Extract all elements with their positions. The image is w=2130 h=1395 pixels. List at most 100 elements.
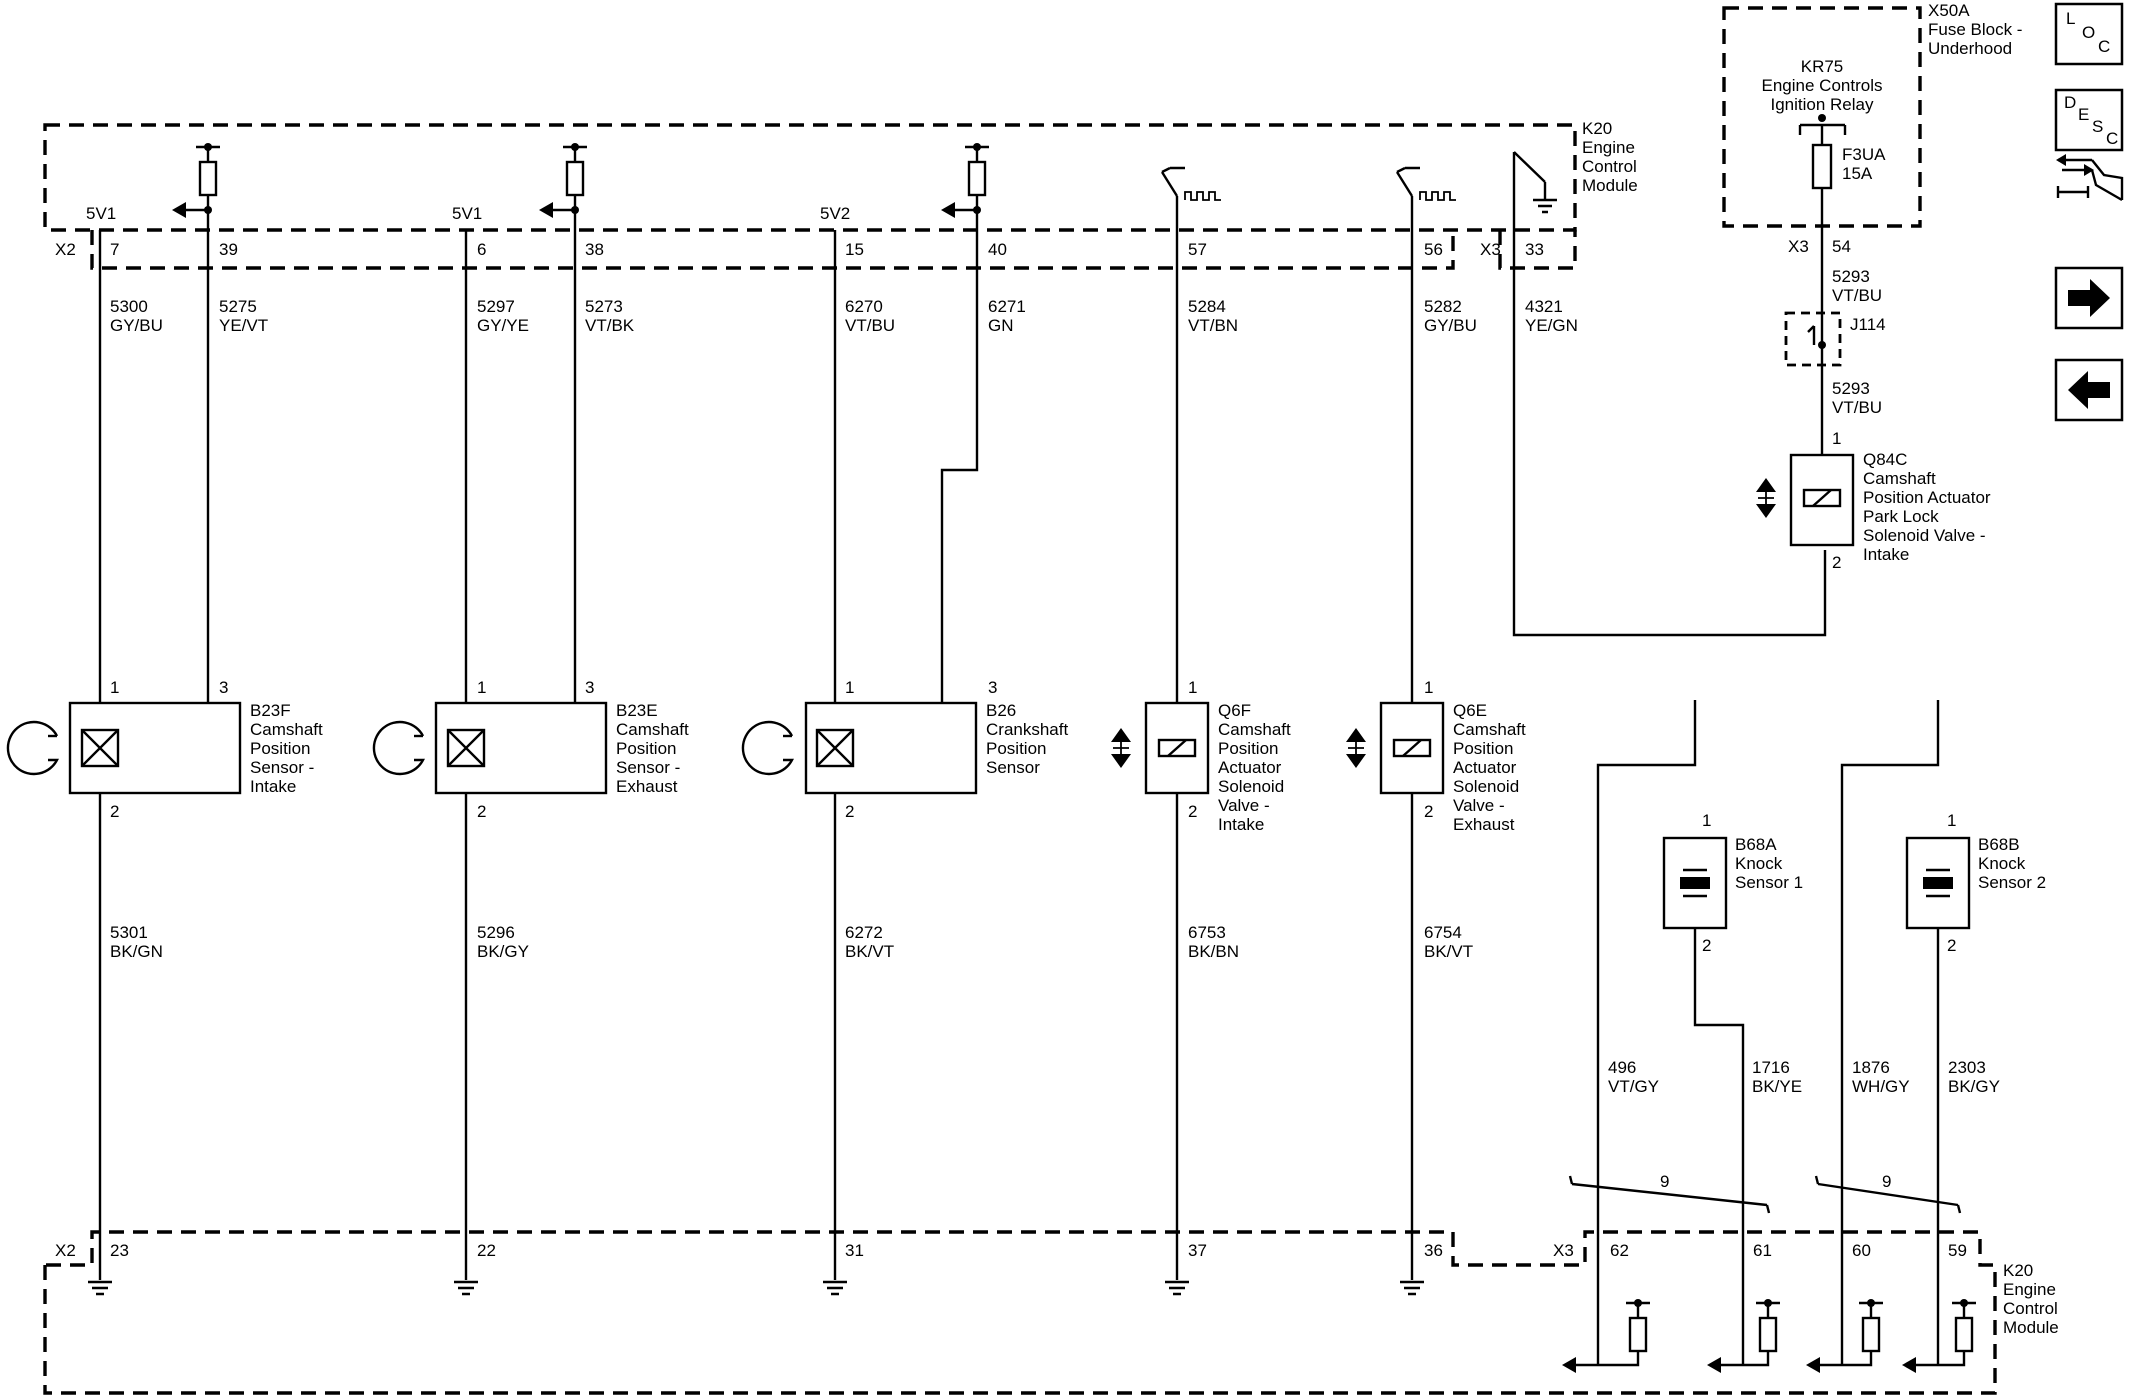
vref-5v1-a: 5V1 (86, 204, 116, 223)
svg-text:GY/YE: GY/YE (477, 316, 529, 335)
svg-text:38: 38 (585, 240, 604, 259)
svg-text:2: 2 (1947, 936, 1956, 955)
svg-text:KR75: KR75 (1801, 57, 1844, 76)
connector-tool-icon[interactable] (2056, 154, 2124, 202)
ecm-top-label: K20 Engine Control Module (1582, 119, 1638, 195)
svg-text:E: E (2078, 105, 2089, 124)
svg-text:2: 2 (1188, 802, 1197, 821)
svg-text:1: 1 (1832, 429, 1841, 448)
svg-text:K20: K20 (1582, 119, 1612, 138)
svg-text:1: 1 (1947, 811, 1956, 830)
connector-x2-bottom: X2 (55, 1241, 76, 1260)
svg-text:5293: 5293 (1832, 379, 1870, 398)
svg-text:GY/BU: GY/BU (110, 316, 163, 335)
svg-text:BK/VT: BK/VT (845, 942, 894, 961)
svg-text:Sensor -: Sensor - (250, 758, 314, 777)
svg-text:VT/BN: VT/BN (1188, 316, 1238, 335)
svg-text:Fuse Block -: Fuse Block - (1928, 20, 2022, 39)
svg-text:B68A: B68A (1735, 835, 1777, 854)
svg-text:1: 1 (845, 678, 854, 697)
fuse-wire-label-upper: 5293 VT/BU (1832, 267, 1882, 305)
svg-text:36: 36 (1424, 1241, 1443, 1260)
twisted-pair-2: 9 (1814, 1172, 1962, 1214)
svg-text:3: 3 (988, 678, 997, 697)
relay-label: KR75 Engine Controls Ignition Relay (1762, 57, 1883, 114)
fuse-label: F3UA 15A (1842, 145, 1886, 183)
svg-text:B68B: B68B (1978, 835, 2020, 854)
svg-text:1: 1 (477, 678, 486, 697)
svg-text:Solenoid: Solenoid (1453, 777, 1519, 796)
svg-text:5275: 5275 (219, 297, 257, 316)
svg-text:6754: 6754 (1424, 923, 1462, 942)
svg-text:15: 15 (845, 240, 864, 259)
svg-text:BK/GY: BK/GY (477, 942, 529, 961)
svg-text:Intake: Intake (250, 777, 296, 796)
svg-text:Engine: Engine (1582, 138, 1635, 157)
sensor-b23f: 1 3 2 B23F Camshaft Position Sensor - In… (6, 678, 323, 821)
ecm-pullup-resistor-40 (941, 143, 989, 218)
svg-text:6271: 6271 (988, 297, 1026, 316)
svg-text:VT/BU: VT/BU (845, 316, 895, 335)
svg-text:Crankshaft: Crankshaft (986, 720, 1068, 739)
fuse-f3ua (1811, 143, 1833, 190)
svg-text:BK/VT: BK/VT (1424, 942, 1473, 961)
svg-text:2: 2 (845, 802, 854, 821)
solenoid-q6f: 1 2 Q6F Camshaft Position Actuator Solen… (1111, 678, 1291, 834)
twisted-pair-1: 9 (1568, 1172, 1771, 1214)
svg-text:Camshaft: Camshaft (616, 720, 689, 739)
location-button[interactable]: L O C (2054, 2, 2124, 66)
svg-text:2: 2 (1424, 802, 1433, 821)
ecm-knock-input-62 (1562, 1299, 1650, 1373)
svg-text:31: 31 (845, 1241, 864, 1260)
svg-text:Position: Position (1218, 739, 1278, 758)
svg-text:O: O (2082, 23, 2095, 42)
svg-text:40: 40 (988, 240, 1007, 259)
svg-text:Actuator: Actuator (1218, 758, 1282, 777)
ecm-top-boundary (43, 123, 1577, 232)
ecm-bottom-boundary (43, 1230, 1997, 1395)
svg-text:61: 61 (1753, 1241, 1772, 1260)
svg-text:Knock: Knock (1735, 854, 1783, 873)
svg-text:BK/BN: BK/BN (1188, 942, 1239, 961)
svg-text:Q6E: Q6E (1453, 701, 1487, 720)
ecm-x2-connector-outline (90, 230, 1455, 270)
svg-text:9: 9 (1660, 1172, 1669, 1191)
next-page-button[interactable] (2054, 266, 2124, 330)
svg-text:YE/VT: YE/VT (219, 316, 268, 335)
svg-text:15A: 15A (1842, 164, 1873, 183)
bottom-pin-labels: 23 22 31 37 36 62 61 60 59 (110, 1241, 1967, 1260)
svg-text:62: 62 (1610, 1241, 1629, 1260)
svg-text:Position: Position (986, 739, 1046, 758)
svg-text:Solenoid Valve -: Solenoid Valve - (1863, 526, 1986, 545)
connector-x3-bottom: X3 (1553, 1241, 1574, 1260)
svg-text:1: 1 (1424, 678, 1433, 697)
svg-text:Position: Position (250, 739, 310, 758)
svg-text:Exhaust: Exhaust (1453, 815, 1515, 834)
description-button[interactable]: D E S C (2054, 88, 2124, 152)
svg-text:BK/GN: BK/GN (110, 942, 163, 961)
svg-text:Sensor: Sensor (986, 758, 1040, 777)
ecm-x3-connector-outline (1498, 230, 1577, 270)
svg-text:VT/BU: VT/BU (1832, 286, 1882, 305)
svg-text:C: C (2106, 129, 2118, 148)
previous-page-button[interactable] (2054, 358, 2124, 422)
top-pin-labels: 7 39 6 38 15 40 57 56 33 54 (110, 237, 1851, 259)
svg-text:Position: Position (1453, 739, 1513, 758)
svg-text:1716: 1716 (1752, 1058, 1790, 1077)
svg-text:60: 60 (1852, 1241, 1871, 1260)
svg-text:6270: 6270 (845, 297, 883, 316)
svg-text:C: C (2098, 37, 2110, 56)
svg-text:5284: 5284 (1188, 297, 1226, 316)
ecm-pullup-resistor-38 (539, 143, 587, 218)
svg-text:Intake: Intake (1863, 545, 1909, 564)
svg-text:59: 59 (1948, 1241, 1967, 1260)
ecm-knock-input-60 (1806, 1299, 1883, 1373)
svg-text:5273: 5273 (585, 297, 623, 316)
svg-text:Position Actuator: Position Actuator (1863, 488, 1991, 507)
splice-j114: J114 (1784, 311, 1886, 367)
connector-x2-top: X2 (55, 240, 76, 259)
svg-text:Control: Control (2003, 1299, 2058, 1318)
svg-text:Sensor 1: Sensor 1 (1735, 873, 1803, 892)
